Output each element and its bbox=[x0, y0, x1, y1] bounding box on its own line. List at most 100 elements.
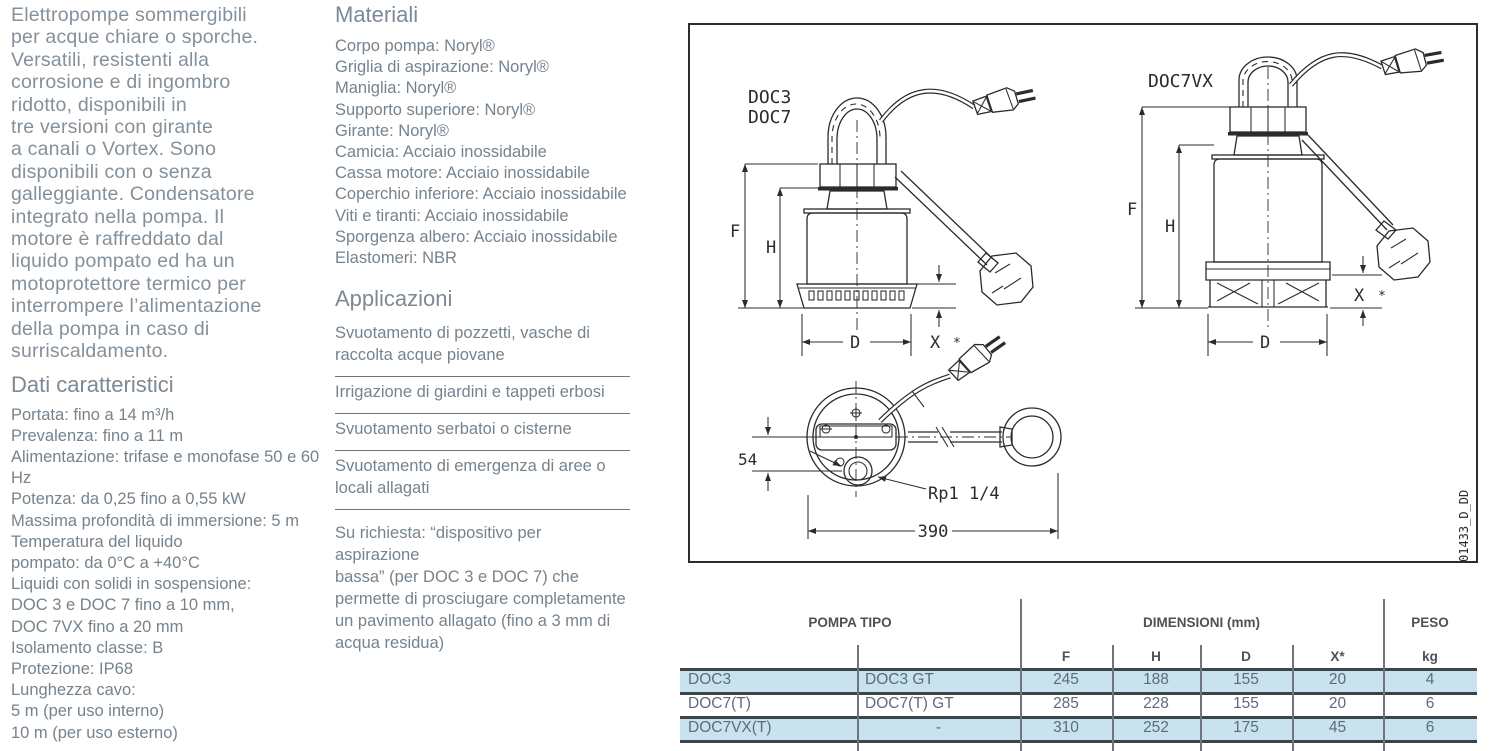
material-item: Griglia di aspirazione: Noryl® bbox=[335, 58, 549, 77]
float-switch bbox=[1376, 227, 1431, 281]
spec-line: pompato: da 0°C a +40°C bbox=[11, 553, 200, 572]
dim-390-label: 390 bbox=[918, 522, 949, 542]
materiali-list: Corpo pompa: Noryl® Griglia di aspirazio… bbox=[335, 36, 630, 269]
spec-line: Massima profondità di immersione: 5 m bbox=[11, 511, 299, 530]
spec-line: 5 m (per uso interno) bbox=[11, 702, 165, 721]
applicazioni-heading: Applicazioni bbox=[335, 286, 453, 312]
material-item: Corpo pompa: Noryl® bbox=[335, 37, 495, 55]
material-item: Camicia: Acciaio inossidabile bbox=[335, 143, 547, 162]
material-item: Maniglia: Noryl® bbox=[335, 79, 457, 98]
product-description: Elettropompe sommergibili per acque chia… bbox=[11, 4, 262, 363]
table-cell-tipo-a: DOC3 bbox=[680, 668, 857, 692]
dim-h-label: H bbox=[1165, 217, 1175, 237]
application-item: Svuotamento di emergenza di aree o local… bbox=[335, 451, 630, 511]
col-group-dimensioni: DIMENSIONI (mm) bbox=[1142, 614, 1260, 630]
spec-line: Prevalenza: fino a 11 m bbox=[11, 426, 184, 445]
pump-top-view: 54 Rp1 1/4 390 bbox=[738, 328, 1062, 542]
table-rule bbox=[680, 692, 1477, 695]
dim-x-label: X bbox=[1354, 286, 1365, 306]
col-header-h: H bbox=[1151, 649, 1161, 664]
table-cell-d: 175 bbox=[1200, 716, 1292, 740]
spec-line: Liquidi con solidi in sospensione: bbox=[11, 575, 252, 594]
table-cell-x: 20 bbox=[1328, 695, 1347, 712]
table-cell-d: 155 bbox=[1233, 695, 1259, 712]
table-rule bbox=[680, 740, 1477, 743]
table-rule bbox=[680, 716, 1477, 719]
material-item: Coperchio inferiore: Acciaio inossidabil… bbox=[335, 185, 627, 204]
table-cell-kg: 6 bbox=[1383, 716, 1477, 740]
dim-x-asterisk: * bbox=[1378, 289, 1386, 304]
application-item: Irrigazione di giardini e tappeti erbosi bbox=[335, 377, 630, 415]
spec-line: 10 m (per uso esterno) bbox=[11, 723, 178, 742]
pump2-label: DOC7VX bbox=[1148, 71, 1213, 92]
spec-line: Temperatura del liquido bbox=[11, 532, 183, 551]
application-item: Svuotamento di pozzetti, vasche di racco… bbox=[335, 318, 630, 378]
spec-line: Isolamento classe: B bbox=[11, 638, 164, 657]
material-item: Viti e tiranti: Acciaio inossidabile bbox=[335, 206, 569, 225]
material-item: Supporto superiore: Noryl® bbox=[335, 100, 536, 119]
materials-applications-column: Materiali Corpo pompa: Noryl® Griglia di… bbox=[335, 2, 630, 654]
col-group-peso: PESO bbox=[1411, 614, 1449, 630]
material-item: Cassa motore: Acciaio inossidabile bbox=[335, 164, 590, 183]
applicazioni-list: Svuotamento di pozzetti, vasche di racco… bbox=[335, 318, 630, 511]
technical-drawing: DOC3 DOC7 F H D X * bbox=[730, 42, 1471, 562]
spec-line: DOC 7VX fino a 20 mm bbox=[11, 617, 184, 636]
pump-front-view-doc7vx: DOC7VX F H D X * bbox=[1127, 42, 1447, 356]
table-cell-f: 245 bbox=[1020, 668, 1112, 692]
float-switch-top bbox=[1002, 407, 1062, 467]
table-divider bbox=[1020, 599, 1022, 751]
table-cell-tipo-a: DOC7(T) bbox=[688, 695, 751, 712]
table-rule bbox=[680, 668, 1477, 671]
table-cell-d: 155 bbox=[1200, 668, 1292, 692]
col-header-f: F bbox=[1061, 649, 1071, 664]
dim-x-asterisk: * bbox=[953, 336, 961, 351]
dim-h-label: H bbox=[766, 238, 776, 258]
dati-caratteristici-list: Portata: fino a 14 m³/h Prevalenza: fino… bbox=[11, 405, 326, 744]
strainer-slots bbox=[808, 290, 905, 301]
dim-f-label: F bbox=[730, 222, 740, 242]
dim-x-label: X bbox=[930, 333, 941, 353]
specification-table: POMPA TIPO DIMENSIONI (mm) PESO F H D X*… bbox=[680, 599, 1477, 751]
table-cell-x: 20 bbox=[1292, 668, 1383, 692]
dim-54-label: 54 bbox=[738, 450, 757, 469]
materiali-heading: Materiali bbox=[335, 2, 419, 27]
col-header-kg: kg bbox=[1422, 649, 1438, 664]
table-divider bbox=[1383, 599, 1385, 751]
spec-line: Portata: fino a 14 m³/h bbox=[11, 405, 175, 424]
float-switch bbox=[979, 252, 1034, 306]
material-item: Girante: Noryl® bbox=[335, 121, 449, 140]
spec-line: Lunghezza cavo: bbox=[11, 681, 136, 700]
drawing-code: 01433_D_DD bbox=[1457, 490, 1471, 561]
spec-line: DOC 3 e DOC 7 fino a 10 mm, bbox=[11, 596, 235, 615]
dim-d-label: D bbox=[1260, 333, 1270, 353]
spec-line: Protezione: IP68 bbox=[11, 659, 133, 678]
table-cell-h: 228 bbox=[1143, 695, 1169, 712]
material-item: Sporgenza albero: Acciaio inossidabile bbox=[335, 227, 618, 246]
pump-front-view-doc3-doc7: DOC3 DOC7 F H D X * bbox=[730, 80, 1039, 356]
spec-line: Potenza: da 0,25 fino a 0,55 kW bbox=[11, 490, 246, 509]
table-cell-tipo-b: DOC3 GT bbox=[857, 668, 1020, 692]
application-item: Svuotamento serbatoi o cisterne bbox=[335, 414, 630, 452]
table-cell-h: 188 bbox=[1112, 668, 1200, 692]
dim-f-label: F bbox=[1127, 200, 1137, 220]
material-item: Elastomeri: NBR bbox=[335, 249, 457, 268]
table-cell-f: 285 bbox=[1053, 695, 1079, 712]
technical-drawing-box: DOC3 DOC7 F H D X * bbox=[688, 23, 1478, 563]
table-cell-tipo-b: DOC7(T) GT bbox=[865, 695, 954, 712]
table-cell-x: 45 bbox=[1292, 716, 1383, 740]
table-divider bbox=[1200, 645, 1202, 751]
dati-caratteristici-heading: Dati caratteristici bbox=[11, 371, 174, 397]
col-header-d: D bbox=[1241, 649, 1251, 664]
table-divider bbox=[1112, 645, 1114, 751]
table-cell-f: 310 bbox=[1020, 716, 1112, 740]
table-cell-kg: 6 bbox=[1425, 695, 1435, 712]
dim-d-label: D bbox=[850, 333, 860, 353]
spec-line: Alimentazione: trifase e monofase 50 e 6… bbox=[11, 447, 320, 488]
thread-label: Rp1 1/4 bbox=[928, 484, 1000, 504]
table-divider bbox=[1292, 645, 1294, 751]
description-column: Elettropompe sommergibili per acque chia… bbox=[11, 4, 326, 744]
col-header-x: X* bbox=[1330, 649, 1345, 664]
table-divider bbox=[857, 645, 859, 751]
table-cell-h: 252 bbox=[1112, 716, 1200, 740]
